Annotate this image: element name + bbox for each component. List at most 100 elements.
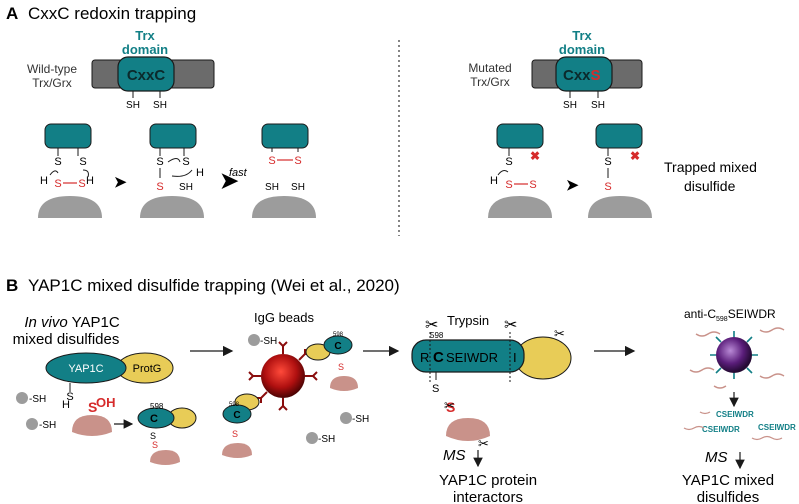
reduced-target-protein: [252, 196, 316, 218]
target-protein-pink: [72, 415, 112, 436]
mutated-label-1: Mutated: [468, 61, 511, 75]
igg-label: IgG beads: [254, 310, 314, 325]
target-protein-pink: [446, 418, 490, 441]
scissors-icon: ✂: [478, 436, 489, 451]
thiol-protein: [16, 392, 28, 404]
electron-arrow: [171, 169, 193, 177]
peptide-label: CSEIWDR: [758, 423, 796, 432]
output-1-line-1: YAP1C protein: [439, 472, 537, 489]
yap1c-small: [222, 404, 252, 424]
sh-label: -SH: [318, 434, 335, 445]
target-protein: [38, 196, 102, 218]
s-label-red: S: [268, 155, 275, 167]
panel-b-letter: B: [6, 276, 18, 295]
c-label: C: [233, 410, 240, 421]
yap1c-domain: [45, 352, 127, 384]
trx-domain-box: [595, 123, 643, 149]
igg-bead: [261, 354, 305, 398]
ms-label: MS: [443, 447, 466, 464]
s-label-red: S: [529, 179, 536, 191]
electron-arrow: [497, 170, 509, 176]
s-label: S: [182, 156, 189, 168]
trapped-target-protein: [588, 196, 652, 218]
scissors-icon: ✂: [554, 326, 565, 341]
output-2-line-1: YAP1C mixed: [682, 472, 774, 489]
fast-label: fast: [229, 167, 248, 179]
wt-sh-2: SH: [153, 100, 167, 111]
invivo-section: In vivo YAP1C mixed disulfides YAP1C Pro…: [13, 314, 197, 465]
h-label: H: [490, 175, 498, 187]
sh-label: -SH: [29, 394, 46, 405]
h-label: H: [62, 399, 70, 411]
s-label-red: S: [88, 399, 97, 415]
c-label: C: [334, 341, 341, 352]
mut-step-2: S ✖ S: [588, 123, 652, 218]
target-protein-pink: [150, 450, 180, 465]
panel-b: B YAP1C mixed disulfide trapping (Wei et…: [6, 276, 796, 504]
s-label: S: [66, 391, 73, 403]
mut-sh-1: SH: [563, 100, 577, 111]
thiol-protein: [306, 432, 318, 444]
wildtype-motif: CxxC: [127, 67, 166, 84]
cross-mark: ✖: [530, 149, 540, 163]
output-2-line-2: disulfides: [697, 489, 760, 504]
antibody-label: anti-C598SEIWDR: [684, 307, 776, 323]
h-label: H: [196, 167, 204, 179]
trx-domain-box: [496, 123, 544, 149]
s-label-red: S: [604, 181, 611, 193]
panel-b-title: YAP1C mixed disulfide trapping (Wei et a…: [28, 276, 400, 295]
oh-label: OH: [96, 395, 116, 410]
peptide-rest: SEIWDR: [446, 350, 498, 365]
target-protein-pink: [330, 376, 358, 391]
peptide-label: CSEIWDR: [702, 425, 740, 434]
wildtype-label-1: Wild-type: [27, 62, 77, 76]
trx-domain-box: [149, 123, 197, 149]
invivo-label-1: In vivo YAP1C: [24, 314, 120, 331]
s-label-red: S: [232, 429, 238, 439]
s-label-red: S: [446, 399, 455, 415]
s-label: S: [505, 156, 512, 168]
mutated-motif-prefix: CxxS: [563, 67, 601, 84]
s-label-red: S: [338, 362, 344, 372]
bead-antibodies: [710, 331, 758, 379]
res-598: 598: [430, 331, 444, 340]
target-protein: [488, 196, 552, 218]
yap1c-small: [323, 335, 353, 355]
wildtype-trx-molecule: Trx domain CxxC SH SH Wild-type Trx/Grx: [27, 28, 215, 111]
peptide-i: I: [513, 350, 517, 365]
wt-step-1: S S H H S S: [38, 123, 102, 218]
mutated-trx-molecule: Trx domain CxxS SH SH Mutated Trx/Grx: [468, 28, 643, 111]
res-598: 598: [150, 402, 164, 411]
wildtype-label-2: Trx/Grx: [32, 76, 72, 90]
s-label-red: S: [505, 179, 512, 191]
protg-label: ProtG: [133, 363, 162, 375]
mut-step-1: S ✖ H S S: [488, 123, 552, 218]
trx-domain-label-2: domain: [559, 42, 605, 57]
wt-step-3: S S SH SH: [252, 123, 316, 218]
sh-label: -SH: [352, 414, 369, 425]
electron-arrow: [82, 169, 89, 178]
target-protein: [140, 196, 204, 218]
thiol-protein: [248, 334, 260, 346]
antibody-bead: [716, 337, 752, 373]
trypsin-label: Trypsin: [447, 313, 489, 328]
trypsin-section: ✂ ✂ Trypsin 598 R C SEIWDR I S S ✂ ✂ ✂ M…: [411, 313, 572, 504]
antibody-section: anti-C598SEIWDR CSEIWDR CSEIWDR CSEIWDR: [682, 307, 796, 504]
step-arrow: ➤: [566, 177, 579, 194]
trx-domain-label-1: Trx: [135, 28, 155, 43]
peptide-r: R: [420, 350, 429, 365]
invivo-label-2: mixed disulfides: [13, 331, 120, 348]
scissors-icon: ✂: [425, 317, 438, 334]
s-label: S: [54, 156, 61, 168]
sh-label: -SH: [39, 420, 56, 431]
electron-arrow: [167, 158, 181, 163]
fast-arrow: ➤: [220, 168, 239, 193]
s-label-red: S: [78, 178, 85, 190]
scissors-icon: ✂: [504, 317, 517, 334]
trx-domain-box: [261, 123, 309, 149]
sh-label: -SH: [260, 336, 277, 347]
igg-section: IgG beads -SH C 598 S C 598 S: [222, 310, 369, 458]
peptide-label: CSEIWDR: [716, 410, 754, 419]
s-label: S: [150, 431, 156, 441]
